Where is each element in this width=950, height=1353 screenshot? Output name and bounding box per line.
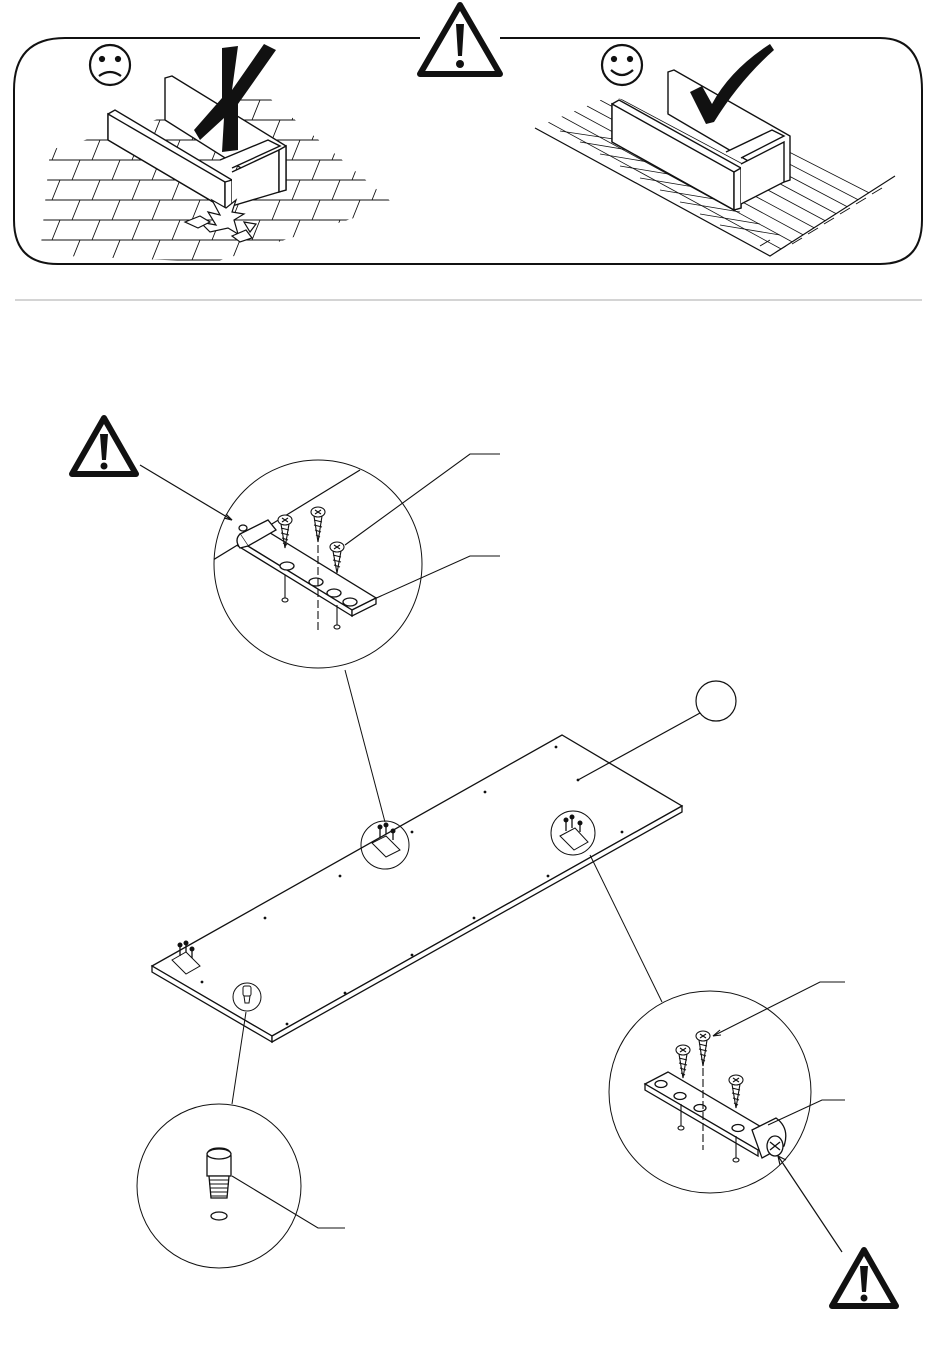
board-panel	[152, 735, 682, 1042]
leader-line	[232, 1012, 246, 1104]
breakage-debris	[185, 200, 256, 242]
leader-line	[232, 1176, 345, 1228]
leader-line	[778, 1156, 842, 1252]
adjustable-foot	[207, 1148, 231, 1220]
hinge-plate	[645, 1072, 786, 1158]
leader-line	[140, 465, 232, 520]
hinge-zoom-circle-1	[140, 454, 500, 822]
leader-line	[590, 855, 662, 1002]
right-example	[535, 44, 895, 256]
happy-face-icon	[602, 45, 642, 85]
warning-triangle-icon	[72, 418, 136, 474]
foot-zoom-circle	[137, 1012, 345, 1268]
leader-line	[345, 670, 385, 822]
warning-triangle-icon	[832, 1250, 896, 1306]
leader-line	[345, 454, 500, 545]
hinge-plate	[237, 520, 376, 616]
leader-line	[372, 556, 500, 600]
sad-face-icon	[90, 45, 130, 85]
hinge-zoom-circle-2	[590, 855, 845, 1252]
leader-line	[713, 982, 845, 1036]
wrong-example	[40, 44, 420, 260]
cabinet-wrong	[108, 76, 286, 209]
warning-triangle-icon	[420, 5, 500, 74]
